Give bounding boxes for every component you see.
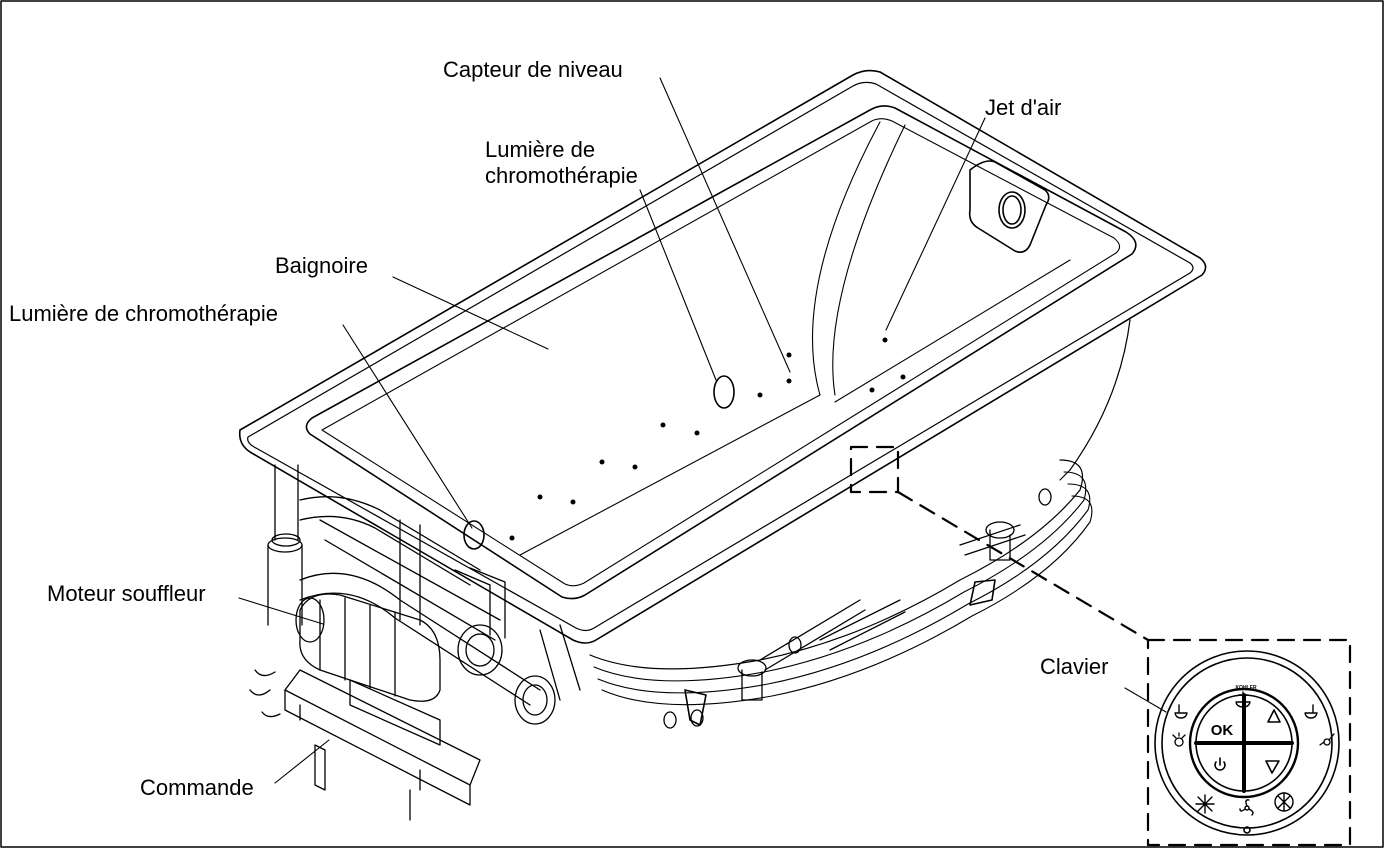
leader-lines bbox=[238, 77, 1167, 784]
callout-connector bbox=[849, 445, 1352, 847]
massage-icon bbox=[1235, 691, 1251, 708]
chromotherapy-icon bbox=[1195, 794, 1215, 814]
keypad-inner-disc bbox=[1188, 687, 1300, 799]
label-capteur-niveau: Capteur de niveau bbox=[443, 57, 623, 82]
label-moteur: Moteur souffleur bbox=[47, 581, 206, 606]
settings-icon bbox=[1319, 733, 1335, 746]
label-lumiere-top-line1: Lumière de bbox=[485, 137, 596, 162]
piping bbox=[267, 464, 1052, 729]
control-box bbox=[249, 669, 481, 821]
keypad-brand-label: KOHLER bbox=[1235, 685, 1257, 691]
label-lumiere-left: Lumière de chromothérapie bbox=[9, 301, 279, 326]
up-arrow-icon bbox=[1267, 709, 1281, 723]
light-icon bbox=[1172, 732, 1186, 747]
heater-icon bbox=[1304, 704, 1318, 719]
keypad-ok-label: OK bbox=[1211, 722, 1234, 739]
power-icon bbox=[1214, 757, 1226, 771]
label-lumiere-top-line2: chromothérapie bbox=[485, 163, 638, 188]
fan-icon bbox=[1239, 799, 1254, 816]
down-arrow-icon bbox=[1265, 760, 1280, 774]
label-clavier: Clavier bbox=[1040, 654, 1109, 679]
label-commande: Commande bbox=[140, 775, 254, 800]
label-baignoire: Baignoire bbox=[275, 253, 368, 278]
keypad-outer-ring bbox=[1154, 650, 1340, 836]
blower-motor bbox=[295, 593, 556, 725]
keypad-bottom-notch-icon bbox=[1243, 826, 1251, 834]
bathtub bbox=[238, 69, 1207, 726]
mode-icon bbox=[1274, 792, 1294, 812]
label-jet-air: Jet d'air bbox=[985, 95, 1062, 120]
bath-fill-icon bbox=[1174, 704, 1188, 719]
keypad: OK KOHLER bbox=[1154, 650, 1340, 836]
